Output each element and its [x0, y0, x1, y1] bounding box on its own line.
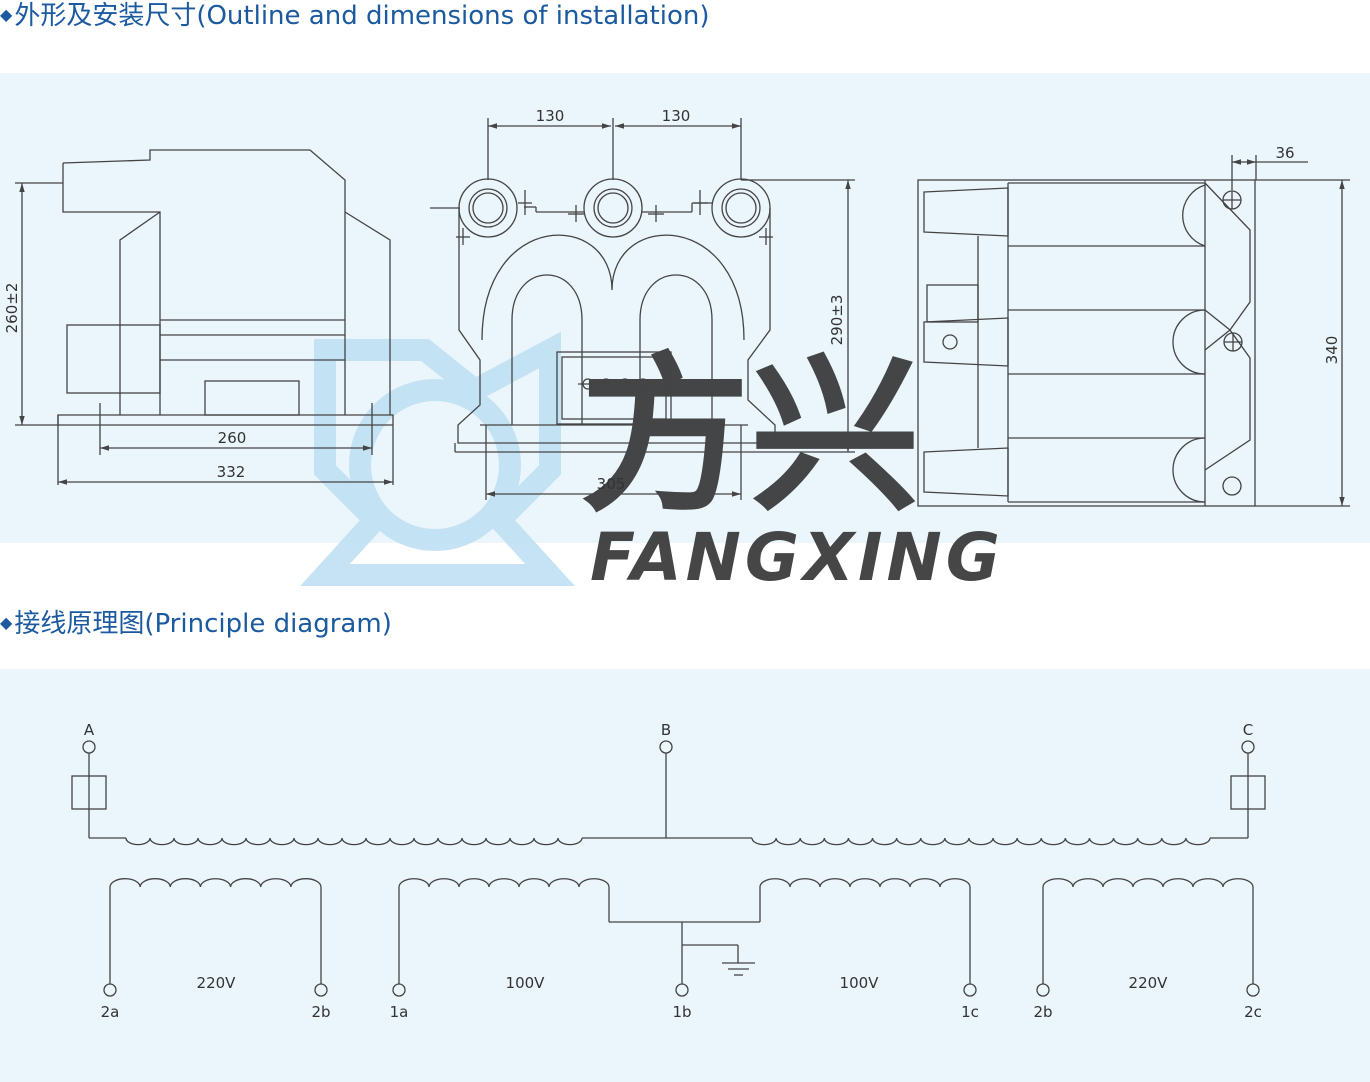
principle-wiring	[71, 740, 1266, 997]
primary-winding-right	[751, 837, 1211, 846]
primary-winding-left	[125, 837, 583, 846]
terminal-2c-label: 2c	[1244, 1003, 1262, 1021]
watermark-en-text: FANGXING	[590, 519, 1004, 596]
top-dim-height-label: 340	[1323, 336, 1341, 365]
top-view-drawing	[917, 155, 1350, 507]
side-dim-inner-label: 260	[218, 429, 247, 447]
winding-1-voltage: 220V	[197, 974, 237, 992]
watermark-logo: 方兴 FANGXING	[300, 331, 1004, 596]
terminal-2b-right-label: 2b	[1033, 1003, 1052, 1021]
terminal-a-label: A	[84, 721, 95, 739]
terminal-2a-label: 2a	[101, 1003, 120, 1021]
principle-labels: A B C 220V 2a 2b 100V 1a 1b 100V 1c 220V…	[84, 721, 1262, 1021]
side-view-drawing	[15, 149, 394, 485]
secondary-winding-3	[759, 878, 971, 888]
front-dim-right-label: 130	[662, 107, 691, 125]
terminal-2b-left-label: 2b	[311, 1003, 330, 1021]
top-dim-top-label: 36	[1275, 144, 1294, 162]
front-dim-height-label: 290±3	[828, 295, 846, 346]
secondary-winding-4	[1042, 878, 1254, 888]
watermark-logo-icon	[300, 331, 575, 586]
terminal-b-label: B	[661, 721, 671, 739]
front-dim-left-label: 130	[536, 107, 565, 125]
winding-4-voltage: 220V	[1129, 974, 1169, 992]
front-view-drawing	[430, 118, 855, 500]
winding-3-voltage: 100V	[840, 974, 880, 992]
front-dim-base-label: 305	[597, 475, 626, 493]
principle-diagram-panel	[0, 669, 1370, 1082]
secondary-winding-1	[109, 878, 322, 888]
terminal-1b-label: 1b	[672, 1003, 691, 1021]
outline-drawing-panel	[0, 73, 1370, 543]
watermark-cn-text: 方兴	[580, 338, 920, 536]
terminal-c-label: C	[1243, 721, 1253, 739]
diamond-bullet-icon: ◆	[0, 613, 13, 632]
winding-2-voltage: 100V	[506, 974, 546, 992]
side-dim-outer-label: 332	[217, 463, 246, 481]
secondary-winding-2	[398, 878, 610, 888]
diamond-bullet-icon: ◆	[0, 5, 13, 24]
terminal-1a-label: 1a	[390, 1003, 409, 1021]
principle-section-title: ◆接线原理图(Principle diagram)	[0, 609, 392, 639]
side-dim-height-label: 260±2	[3, 283, 21, 334]
outline-section-title: ◆外形及安装尺寸(Outline and dimensions of insta…	[0, 1, 710, 31]
terminal-1c-label: 1c	[961, 1003, 979, 1021]
